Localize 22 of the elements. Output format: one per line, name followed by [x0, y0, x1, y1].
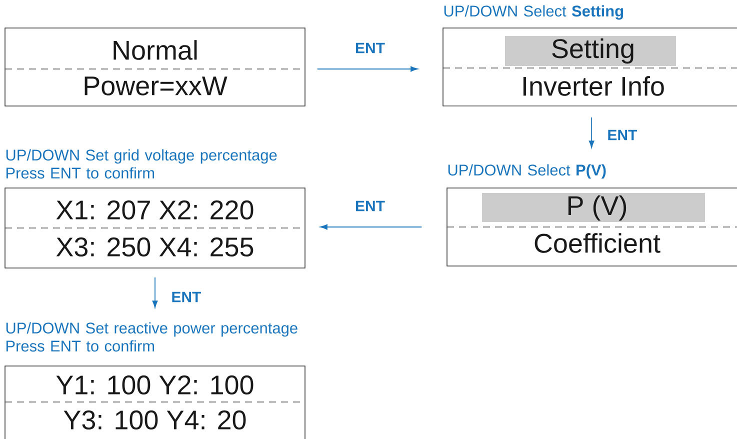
screen-text: Power=xxW [84, 76, 228, 96]
arrow [316, 66, 418, 72]
screen-text: P (V) [568, 195, 626, 221]
edge-label: ENT [356, 42, 385, 54]
edge-label: ENT [172, 292, 202, 302]
screen-text: Y3: 100 Y4: 20 [64, 410, 246, 430]
instruction-text: UP/DOWN Set grid voltage percentage Press ENT to confirm [6, 149, 277, 179]
edge-label: ENT [356, 200, 385, 212]
arrow [152, 276, 158, 308]
screen-text: Normal [114, 40, 197, 60]
screen-text: Setting [552, 38, 634, 64]
screen-text: X1: 207 X2: 220 [56, 200, 254, 220]
screen-text: X3: 250 X4: 255 [56, 237, 254, 257]
arrow [588, 116, 594, 148]
instruction-text: UP/DOWN Select Setting [444, 5, 623, 20]
screen-text: Y1: 100 Y2: 100 [56, 375, 254, 395]
screen-text: Inverter Info [523, 76, 664, 96]
edge-label: ENT [608, 130, 638, 140]
instruction-text: UP/DOWN Select P(V) [448, 164, 606, 179]
instruction-text: UP/DOWN Set reactive power percentage Press ENT to confirm [6, 322, 298, 352]
screen-text: Coefficient [534, 233, 660, 253]
arrow [320, 224, 422, 230]
